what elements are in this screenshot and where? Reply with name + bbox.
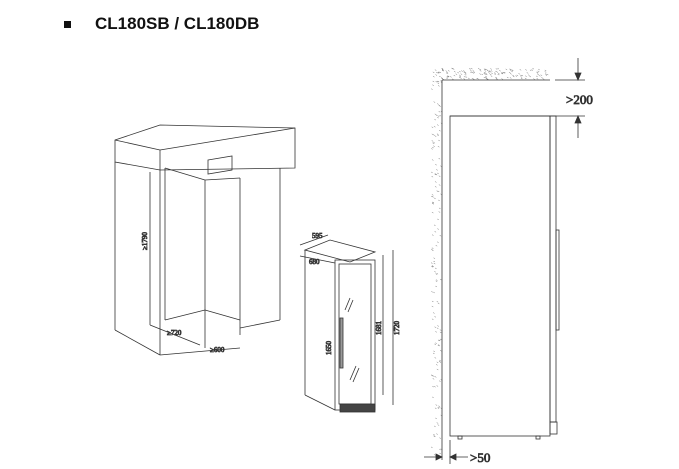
niche-width-label: ≥600 [210, 346, 225, 354]
model-title: CL180SB / CL180DB [95, 14, 260, 33]
cabinet-body-height-label: 1650 [325, 341, 333, 356]
niche-depth-label: ≥720 [167, 329, 182, 337]
cabinet-total-height-label: 1720 [393, 321, 401, 336]
niche-height-label: ≥1790 [141, 232, 149, 250]
side-clearance-label: >50 [470, 450, 490, 465]
bullet-icon [64, 20, 71, 28]
cabinet-depth-label: 680 [309, 258, 320, 266]
cabinet-door-height-label: 1681 [375, 321, 383, 336]
cabinet-width-label: 595 [312, 232, 323, 240]
clearance-drawing: >200 >50 [424, 58, 593, 465]
top-clearance-label: >200 [566, 92, 593, 107]
cabinet-drawing: 595 680 1650 1681 1720 [299, 232, 401, 413]
section-title: CL180SB / CL180DB [64, 14, 259, 34]
niche-drawing: ≥1790 ≥720 ≥600 [114, 124, 296, 356]
